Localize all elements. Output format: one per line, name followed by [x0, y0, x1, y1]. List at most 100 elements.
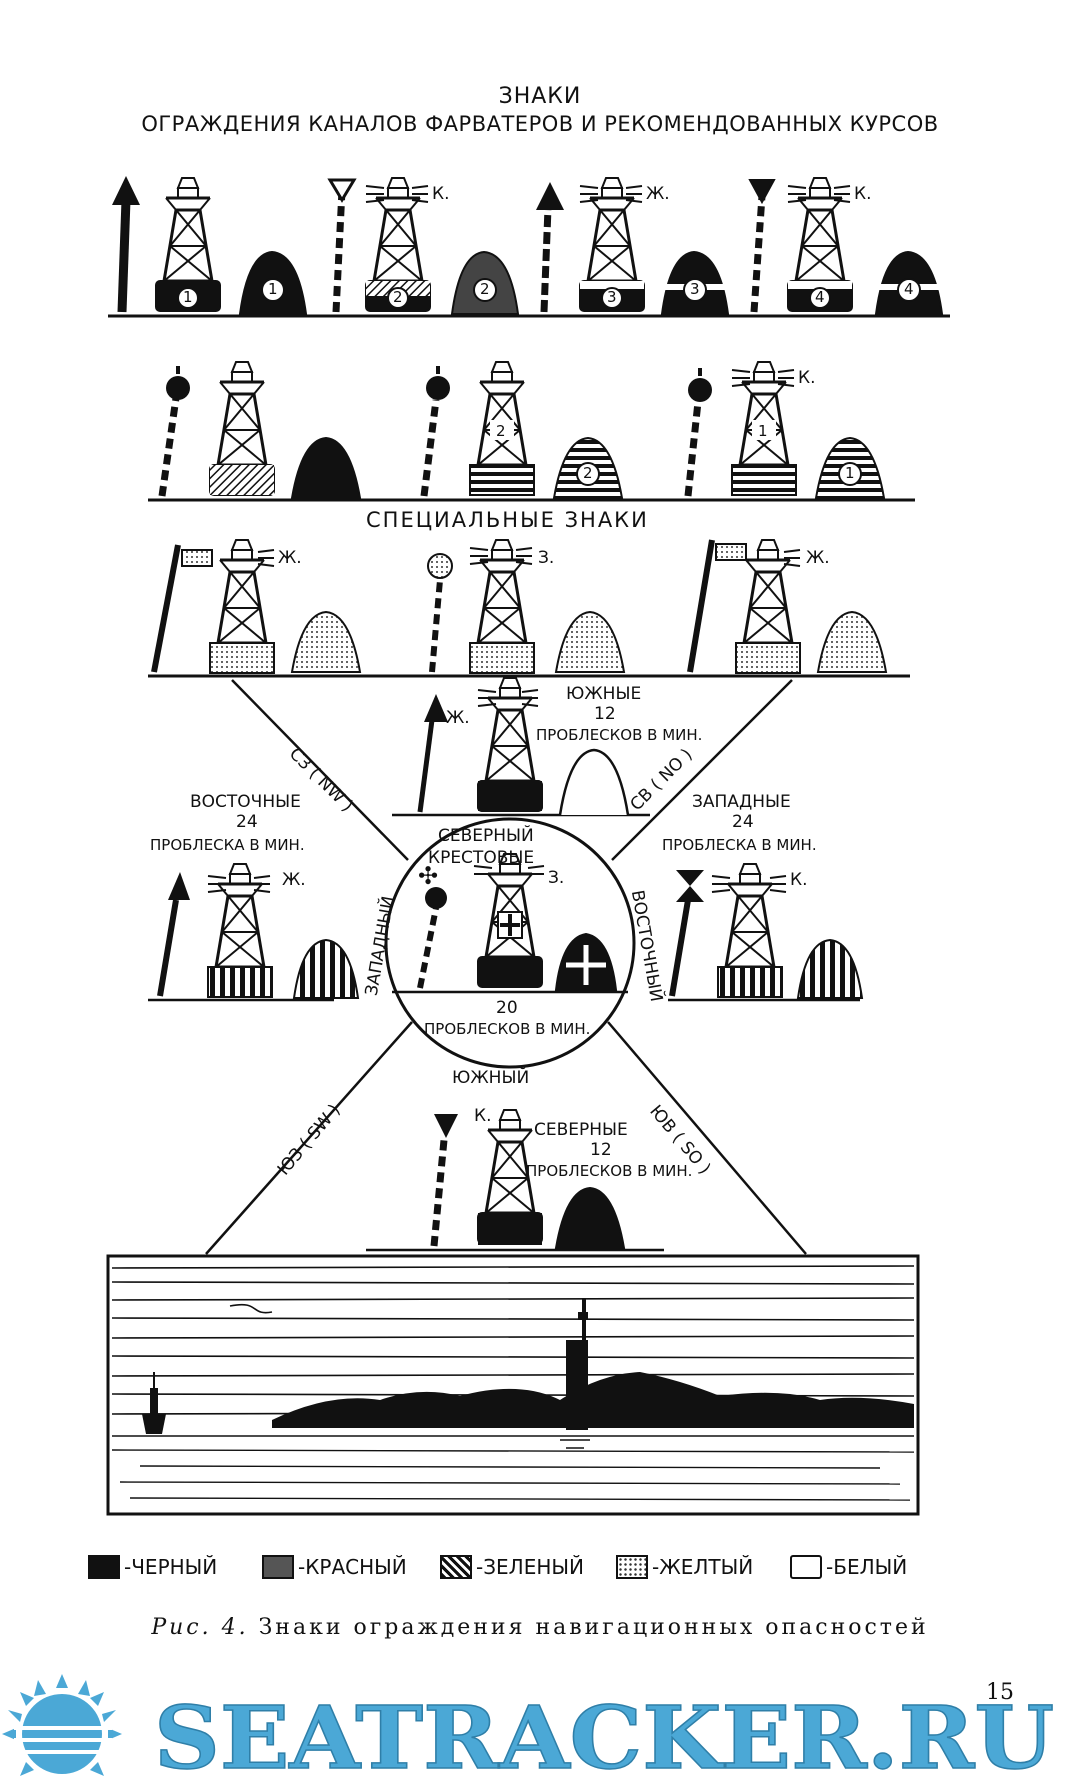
color-legend: -ЧЕРНЫЙ -КРАСНЫЙ -ЗЕЛЕНЫЙ -ЖЕЛТЫЙ -БЕЛЫЙ	[88, 1552, 1018, 1586]
cone-buoy-2	[450, 250, 520, 315]
tower-buoy-row2-2	[469, 362, 535, 496]
pole-broom-icon	[327, 178, 357, 313]
light-rays-icon	[731, 369, 795, 387]
cone-buoy-1	[238, 250, 308, 315]
special-tower-3	[735, 540, 801, 674]
legend-swatch	[616, 1555, 648, 1579]
special-cone-2	[554, 610, 626, 673]
center-light-label: З.	[548, 868, 565, 888]
cone-buoy-row2-2	[552, 436, 624, 499]
light-rays-icon	[469, 547, 533, 565]
special-tower-2	[469, 540, 535, 674]
pole-ball-icon	[420, 366, 450, 497]
cone-buoy-3	[660, 250, 730, 315]
legend-label: -КРАСНЫЙ	[298, 1555, 407, 1579]
special-light-label-3: Ж.	[806, 548, 830, 568]
pole-arrow-icon	[536, 182, 564, 313]
legend-swatch	[790, 1555, 822, 1579]
light-rays-icon	[711, 875, 787, 893]
marker-number: 1	[183, 288, 193, 306]
special-light-label-2: З.	[538, 548, 555, 568]
legend-label: -БЕЛЫЙ	[826, 1555, 908, 1579]
legend-item-white: -БЕЛЫЙ	[790, 1552, 907, 1582]
tower-buoy-row2-3	[731, 362, 797, 496]
legend-item-red: -КРАСНЫЙ	[262, 1552, 407, 1582]
special-tower-1	[209, 540, 275, 674]
north-light-label: К.	[474, 1106, 492, 1126]
row1-group	[108, 176, 950, 318]
page-number: 15	[986, 1680, 1014, 1705]
legend-item-yellow: -ЖЕЛТЫЙ	[616, 1552, 753, 1582]
watermark: SEATRACKER.RU	[2, 1674, 1055, 1779]
marker-number: 1	[268, 280, 278, 298]
marker-number: 1	[845, 464, 855, 482]
row2-group	[148, 360, 915, 502]
marker-number: 3	[607, 288, 617, 306]
legend-label: -ЗЕЛЕНЫЙ	[476, 1555, 584, 1579]
marker-number: 4	[904, 280, 914, 298]
west-count: 24	[732, 812, 754, 832]
center-flashes: ПРОБЛЕСКОВ В МИН.	[424, 1020, 591, 1038]
light-rays-icon	[257, 549, 275, 567]
tower-buoy-1	[154, 176, 222, 313]
center-count: 20	[496, 998, 518, 1018]
special-cone-3	[816, 610, 888, 673]
cross-center-mark: ✣	[417, 852, 618, 991]
row1-light-label-1: К.	[432, 184, 450, 204]
light-rays-icon	[783, 549, 801, 567]
legend-swatch	[262, 1555, 294, 1579]
figure-caption: Рис. 4. Знаки ограждения навигационных о…	[0, 1615, 1080, 1640]
north-count: 12	[590, 1140, 612, 1160]
east-count: 24	[236, 812, 258, 832]
marker-number: 4	[815, 288, 825, 306]
caption-text: Знаки ограждения навигационных опасносте…	[248, 1615, 929, 1640]
svg-text:✣: ✣	[418, 862, 438, 890]
light-rays-icon	[473, 865, 545, 875]
west-flashes: ПРОБЛЕСКА В МИН.	[662, 836, 817, 854]
legend-label: -ЧЕРНЫЙ	[124, 1555, 218, 1579]
light-rays-icon	[477, 689, 539, 707]
special-cone-1	[290, 610, 362, 673]
cone-buoy-row2-3	[814, 436, 886, 499]
tower-buoy-2	[364, 176, 432, 313]
special-light-label-1: Ж.	[278, 548, 302, 568]
pole-broom-icon	[748, 179, 776, 313]
legend-item-green: -ЗЕЛЕНЫЙ	[440, 1552, 584, 1582]
cardinal-compass-group: ✣	[148, 678, 864, 1255]
flag-pole-icon	[687, 539, 747, 673]
north-cardinal-mark	[366, 1108, 664, 1252]
legend-swatch	[88, 1555, 120, 1579]
watermark-text: SEATRACKER.RU	[154, 1688, 1054, 1779]
flag-pole-icon	[151, 544, 213, 673]
row2-light-label: К.	[798, 368, 816, 388]
east-name: ВОСТОЧНЫЕ	[190, 792, 301, 812]
caption-prefix: Рис. 4.	[151, 1615, 249, 1640]
page-title: ЗНАКИ	[498, 84, 582, 109]
pole-ball-icon	[427, 553, 453, 673]
row1-light-label-3: К.	[854, 184, 872, 204]
pole-ball-icon	[158, 366, 190, 497]
south-cardinal-mark	[392, 678, 650, 817]
center-name: КРЕСТОВЫЕ	[428, 848, 535, 868]
pole-ball-icon	[684, 368, 712, 497]
marker-number: 2	[583, 464, 593, 482]
north-flashes: ПРОБЛЕСКОВ В МИН.	[526, 1162, 693, 1180]
south-light-label: Ж.	[446, 708, 470, 728]
special-heading: СПЕЦИАЛЬНЫЕ ЗНАКИ	[366, 508, 649, 532]
sector-north-label: СЕВЕРНЫЙ	[438, 826, 534, 846]
marker-number: 1	[758, 422, 768, 440]
south-flashes: ПРОБЛЕСКОВ В МИН.	[536, 726, 703, 744]
tower-buoy-4	[786, 176, 854, 313]
west-light-label: К.	[790, 870, 808, 890]
legend-label: -ЖЕЛТЫЙ	[652, 1555, 754, 1579]
seascape-picture	[106, 1254, 920, 1516]
marker-number: 3	[690, 280, 700, 298]
sector-south-label: ЮЖНЫЙ	[452, 1068, 530, 1088]
west-cardinal-mark	[668, 864, 864, 1002]
marker-number: 2	[480, 280, 490, 298]
page-subtitle: ОГРАЖДЕНИЯ КАНАЛОВ ФАРВАТЕРОВ И РЕКОМЕНД…	[141, 112, 939, 136]
tower-buoy-3	[578, 176, 646, 313]
light-rays-icon	[365, 185, 429, 203]
special-row-group	[148, 539, 910, 678]
